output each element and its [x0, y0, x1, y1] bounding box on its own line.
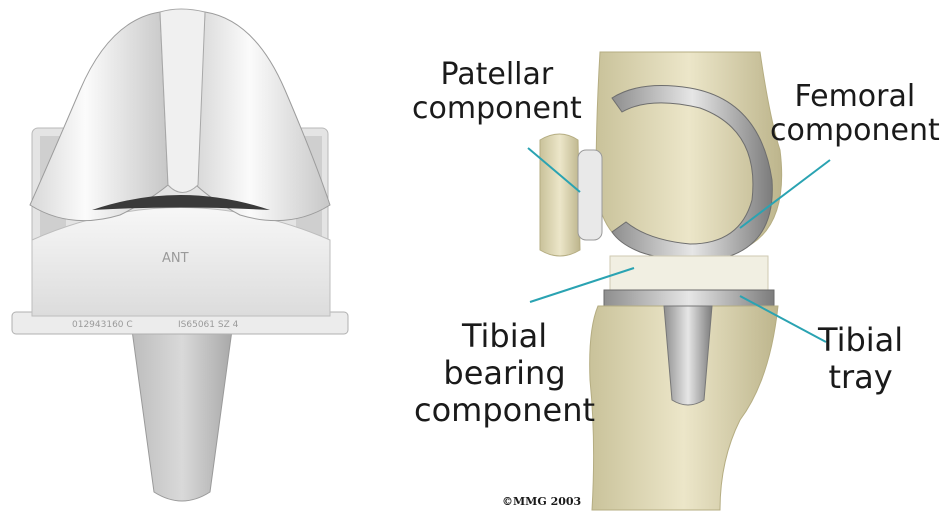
- engraving-band-right: IS65061 SZ 4: [178, 320, 239, 330]
- trochlear-groove: [160, 9, 205, 193]
- label-femoral-line2: component: [770, 116, 940, 146]
- label-tibial-bearing-line1: Tibial: [414, 318, 595, 355]
- label-patellar-line1: Patellar: [412, 60, 582, 90]
- engraving-ant: ANT: [162, 251, 189, 266]
- left-condyle: [30, 12, 168, 221]
- label-tibial-bearing-line3: component: [414, 392, 595, 429]
- label-femoral-component: Femoral component: [770, 82, 940, 146]
- tibial-bearing: [610, 256, 768, 292]
- tibial-tray: [604, 290, 774, 306]
- patellar-component: [578, 150, 602, 240]
- label-tibial-bearing-line2: bearing: [414, 355, 595, 392]
- copyright-notice: ©MMG 2003: [502, 496, 581, 507]
- label-tibial-bearing-component: Tibial bearing component: [414, 318, 595, 428]
- patella-bone: [540, 134, 580, 256]
- right-condyle: [196, 12, 330, 221]
- label-patellar-component: Patellar component: [412, 60, 582, 124]
- tibial-stem: [132, 330, 232, 501]
- label-femoral-line1: Femoral: [770, 82, 940, 112]
- label-tibial-tray-line2: tray: [818, 359, 903, 396]
- label-patellar-line2: component: [412, 94, 582, 124]
- implant-photo: ANT 012943160 C IS65061 SZ 4: [12, 9, 348, 501]
- label-tibial-tray: Tibial tray: [818, 322, 903, 396]
- label-tibial-tray-line1: Tibial: [818, 322, 903, 359]
- tibial-stem-illustration: [664, 306, 712, 405]
- engraving-band-left: 012943160 C: [72, 320, 133, 330]
